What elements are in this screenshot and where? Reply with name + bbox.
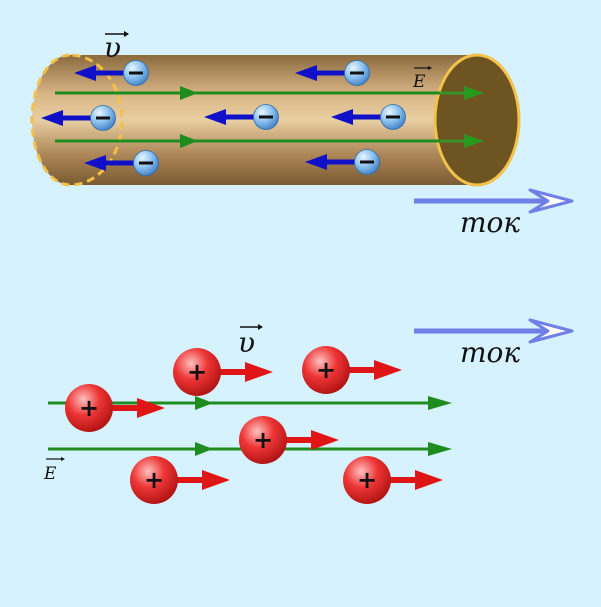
ion-ball xyxy=(239,416,287,464)
velocity-arrow-left xyxy=(204,109,256,125)
current-label: ток xyxy=(460,336,520,369)
plus-sign: + xyxy=(79,394,99,422)
ion-ball xyxy=(343,456,391,504)
conductor-cross-section xyxy=(433,53,521,187)
positive-ion: + xyxy=(130,456,230,504)
electron xyxy=(204,104,279,130)
electron xyxy=(305,149,380,175)
top-velocity-label: υ xyxy=(104,31,129,64)
conductor-left-dashed-edge xyxy=(30,53,124,187)
ion-ball xyxy=(65,384,113,432)
velocity-arrow-right xyxy=(174,470,230,490)
field-line xyxy=(55,86,484,100)
velocity-arrow-left xyxy=(74,65,126,81)
positive-ion: + xyxy=(302,346,402,394)
ion-ball xyxy=(130,456,178,504)
plus-sign: + xyxy=(144,466,164,494)
positive-ions: + + + + + + xyxy=(65,346,443,504)
electron xyxy=(84,150,159,176)
minus-sign xyxy=(96,116,110,120)
minus-sign xyxy=(350,71,364,75)
electron xyxy=(295,60,370,86)
minus-sign xyxy=(360,160,374,164)
velocity-arrow-left xyxy=(331,109,383,125)
velocity-symbol: υ xyxy=(238,326,255,359)
electron xyxy=(41,105,116,131)
positive-ion: + xyxy=(343,456,443,504)
top-current-arrow: ток xyxy=(414,188,574,239)
field-line xyxy=(48,396,452,410)
minus-sign xyxy=(259,115,273,119)
field-line xyxy=(55,134,484,148)
top-field-lines xyxy=(55,86,484,148)
electron xyxy=(331,104,406,130)
minus-sign xyxy=(386,115,400,119)
electrons xyxy=(41,60,406,176)
velocity-arrow-left xyxy=(84,155,136,171)
bottom-velocity-label: υ xyxy=(238,324,263,359)
bottom-current-arrow: ток xyxy=(414,318,574,369)
bottom-field-label: E xyxy=(43,457,65,484)
current-label: ток xyxy=(460,206,520,239)
ion-ball xyxy=(302,346,350,394)
velocity-arrow-left xyxy=(295,65,347,81)
velocity-arrow-right xyxy=(109,398,165,418)
plus-sign: + xyxy=(253,426,273,454)
velocity-arrow-right xyxy=(283,430,339,450)
minus-sign xyxy=(129,71,143,75)
velocity-arrow-left xyxy=(41,110,93,126)
positive-ion: + xyxy=(239,416,339,464)
velocity-arrow-left xyxy=(305,154,357,170)
plus-sign: + xyxy=(316,356,336,384)
ion-ball xyxy=(173,348,221,396)
top-field-label: E xyxy=(412,66,432,92)
plus-sign: + xyxy=(357,466,377,494)
minus-sign xyxy=(139,161,153,165)
velocity-arrow-right xyxy=(346,360,402,380)
velocity-symbol: υ xyxy=(104,31,121,64)
electron xyxy=(74,60,149,86)
field-symbol: E xyxy=(412,72,426,92)
plus-sign: + xyxy=(187,358,207,386)
field-symbol: E xyxy=(43,464,57,484)
velocity-arrow-right xyxy=(387,470,443,490)
velocity-arrow-right xyxy=(217,362,273,382)
positive-ion: + xyxy=(65,384,165,432)
positive-ion: + xyxy=(173,348,273,396)
